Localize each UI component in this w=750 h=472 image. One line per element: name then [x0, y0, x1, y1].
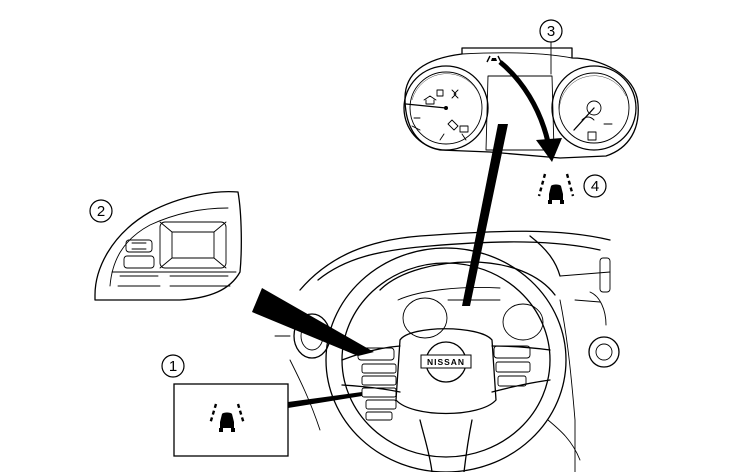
- leader-wedge-panel: [288, 392, 362, 408]
- lane-departure-icon: [208, 403, 246, 432]
- callout-4: 4: [583, 174, 607, 198]
- leader-wedge-cluster: [462, 124, 508, 306]
- left-gauge: [403, 65, 489, 151]
- callout-1-number: 1: [169, 358, 177, 375]
- leader-wedge-switch: [252, 288, 374, 356]
- nissan-logo: NISSAN: [420, 341, 472, 383]
- switch-indicator-panel: [173, 383, 362, 457]
- callout-2: 2: [89, 199, 113, 223]
- callout-3-number: 3: [547, 23, 555, 40]
- callout-2-number: 2: [97, 203, 105, 220]
- callout-1: 1: [161, 354, 185, 378]
- small-lane-icon: [486, 55, 502, 63]
- right-gauge: [551, 65, 637, 151]
- callout-3: 3: [539, 19, 563, 75]
- callout-4-number: 4: [591, 178, 599, 195]
- dashboard: [274, 230, 620, 472]
- cluster-lane-indicator: [537, 173, 575, 204]
- right-switch-cluster: [493, 345, 531, 387]
- lane-departure-icon: [537, 173, 575, 204]
- left-switch-cluster: [357, 347, 397, 421]
- steering-wheel: NISSAN: [325, 247, 567, 472]
- nissan-logo-text: NISSAN: [427, 357, 465, 367]
- instrument-cluster: [403, 47, 639, 159]
- steering-switch-closeup: [94, 190, 242, 301]
- curved-arrow: [498, 60, 562, 162]
